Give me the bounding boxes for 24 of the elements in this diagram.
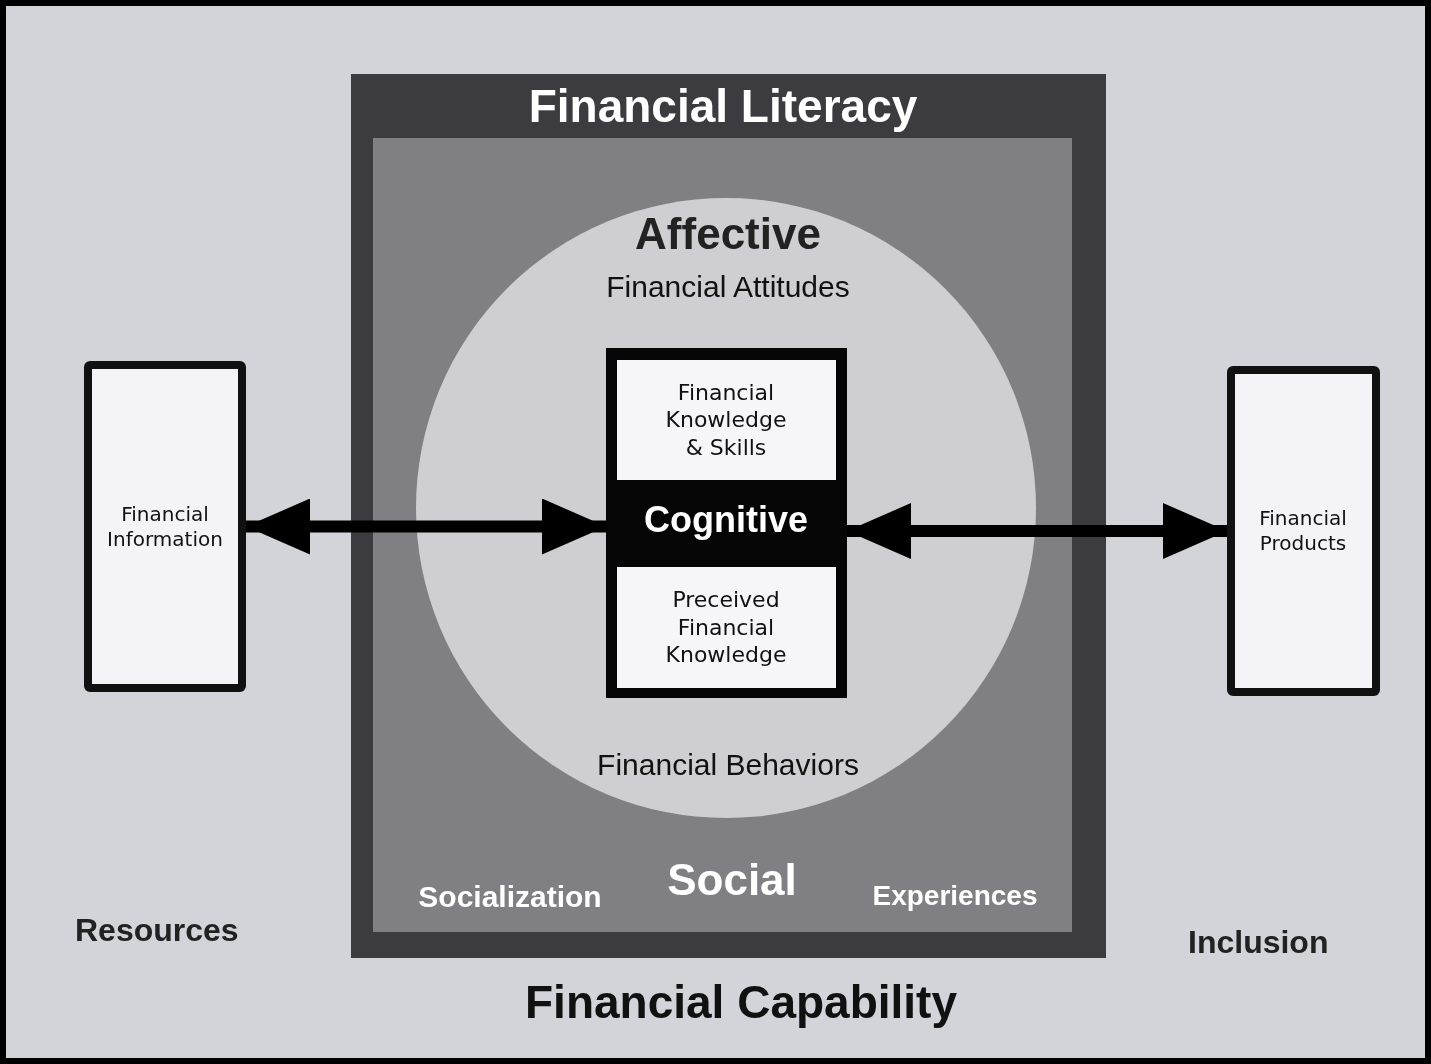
circle-label: Financial Behaviors [597, 747, 859, 783]
text-box [84, 361, 246, 692]
frame-title: Financial Capability [525, 975, 957, 1030]
box-text: Preceived Financial Knowledge [664, 586, 788, 669]
box-title: Cognitive [644, 498, 808, 542]
region-label: Resources [75, 912, 239, 949]
double-arrow [847, 503, 1227, 559]
panel [606, 348, 847, 698]
panel-label: Socialization [418, 879, 602, 915]
panel-label: Social [667, 854, 797, 906]
panel-title: Financial Literacy [528, 79, 918, 134]
panel [373, 138, 1072, 932]
text-box [617, 360, 836, 480]
panel-label: Experiences [872, 879, 1038, 913]
text-box [617, 567, 836, 688]
box-text: Financial Information [106, 501, 224, 552]
text-box [1227, 366, 1380, 696]
circle-label: Financial Attitudes [606, 269, 850, 305]
double-arrow [246, 498, 606, 555]
region-label: Inclusion [1188, 924, 1329, 961]
circle-label: Affective [635, 208, 821, 260]
box-text: Financial Products [1258, 506, 1348, 556]
box-text: Financial Knowledge & Skills [664, 378, 788, 461]
panel [351, 74, 1106, 958]
